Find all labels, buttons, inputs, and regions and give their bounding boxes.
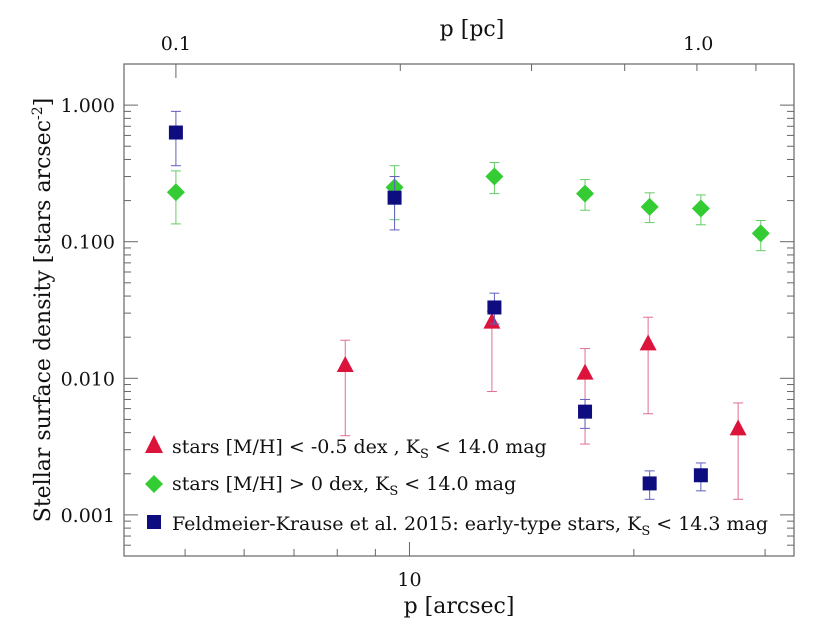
data-point-triangle [483, 312, 501, 329]
legend-label-subscript: S [641, 524, 650, 539]
data-point-diamond [691, 199, 710, 218]
data-point-triangle [639, 334, 657, 351]
top-tick-label: 1.0 [683, 33, 713, 55]
legend-label-main: stars [M/H] < -0.5 dex , K [172, 436, 421, 458]
legend-label-tail: < 14.3 mag [650, 513, 768, 535]
data-point-square [487, 300, 502, 315]
y-axis-label-end: ] [31, 98, 56, 107]
error-bar [340, 339, 351, 437]
data-point-square [168, 125, 183, 140]
legend-label-main: stars [M/H] > 0 dex, K [172, 473, 390, 495]
legend-marker-triangle [145, 435, 163, 453]
y-tick-label: 1.000 [61, 95, 115, 117]
legend: stars [M/H] < -0.5 dex , KS < 14.0 mag s… [145, 435, 768, 539]
data-point-triangle [336, 356, 354, 373]
legend-label-metal-poor: stars [M/H] < -0.5 dex , KS < 14.0 mag [172, 436, 547, 462]
y-axis-label: Stellar surface density [stars arcsec-2] [30, 98, 56, 523]
legend-entry-metal-poor: stars [M/H] < -0.5 dex , KS < 14.0 mag [145, 435, 547, 462]
legend-entry-feldmeier-krause: Feldmeier-Krause et al. 2015: early-type… [147, 513, 768, 539]
y-tick-label: 0.100 [61, 232, 115, 254]
x-tick-label: 10 [397, 569, 421, 591]
data-point-triangle [576, 363, 594, 380]
data-point-triangle [729, 419, 747, 436]
y-axis-label-main: Stellar surface density [stars arcsec [31, 120, 56, 522]
plot-frame [123, 63, 795, 557]
data-point-diamond [576, 184, 595, 203]
ticks: 1.000 0.100 0.010 0.001 10 0.1 1.0 [61, 33, 794, 591]
data-point-square [642, 476, 657, 491]
y-tick-label: 0.001 [61, 505, 115, 527]
legend-label-subscript: S [389, 484, 398, 499]
data-point-diamond [485, 167, 504, 186]
legend-label-main: Feldmeier-Krause et al. 2015: early-type… [172, 513, 642, 535]
data-point-square [693, 468, 708, 483]
legend-label-subscript: S [420, 447, 429, 462]
y-tick-label: 0.010 [61, 368, 115, 390]
data-points [166, 110, 770, 500]
top-tick-label: 0.1 [161, 33, 191, 55]
data-point-diamond [166, 183, 185, 202]
x-axis-label: p [arcsec] [404, 594, 515, 619]
top-axis-label: p [pc] [440, 17, 505, 42]
series-diamond [166, 162, 770, 252]
legend-marker-diamond [145, 475, 163, 493]
legend-entry-metal-rich: stars [M/H] > 0 dex, KS < 14.0 mag [145, 473, 516, 499]
error-bar [733, 402, 744, 500]
data-point-diamond [751, 224, 770, 243]
data-point-square [387, 190, 402, 205]
y-axis-label-sup: -2 [30, 106, 46, 120]
series-square [168, 110, 708, 500]
legend-marker-square [147, 515, 161, 529]
legend-label-feldmeier-krause: Feldmeier-Krause et al. 2015: early-type… [172, 513, 768, 539]
data-point-square [578, 404, 593, 419]
series-triangle [336, 310, 747, 500]
legend-label-metal-rich: stars [M/H] > 0 dex, KS < 14.0 mag [172, 473, 516, 499]
data-point-diamond [640, 197, 659, 216]
legend-label-tail: < 14.0 mag [429, 436, 547, 458]
error-bar [643, 316, 654, 415]
legend-label-tail: < 14.0 mag [398, 473, 516, 495]
error-bar [580, 348, 591, 445]
